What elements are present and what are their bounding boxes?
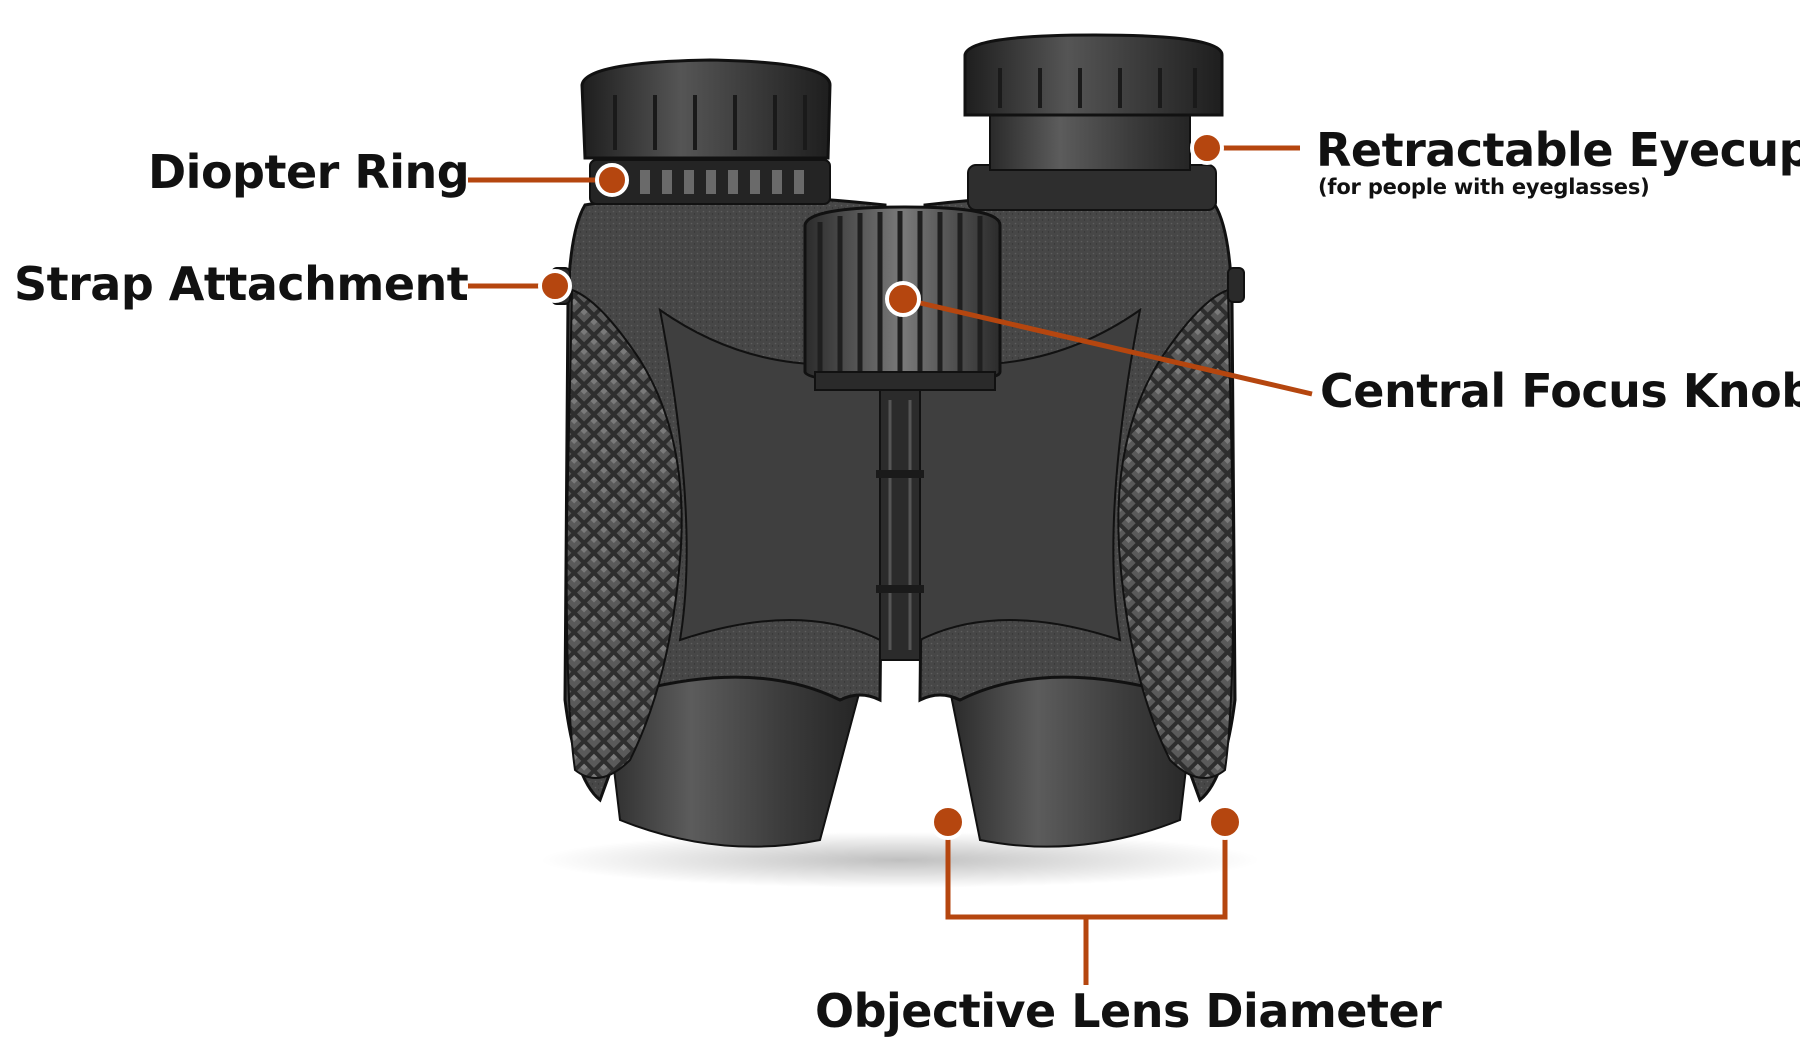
- retractable-eyecup-label: Retractable Eyecup: [1316, 123, 1800, 177]
- objective-lens-right-dot: [1207, 804, 1243, 840]
- retractable-eyecup-note: (for people with eyeglasses): [1318, 175, 1650, 199]
- ground-shadow: [540, 832, 1260, 888]
- central-focus-knob-label: Central Focus Knob: [1320, 364, 1800, 418]
- diopter-ring-dot: [595, 163, 629, 197]
- central-focus-knob-dot: [885, 281, 921, 317]
- retractable-eyecup-dot: [1190, 131, 1224, 165]
- left-eyecup: [580, 58, 832, 160]
- objective-lens-diameter-label: Objective Lens Diameter: [815, 984, 1442, 1038]
- diopter-ring-label: Diopter Ring: [148, 145, 470, 199]
- retractable-eyecup: [989, 107, 1191, 171]
- central-focus-knob-leader: [902, 296, 1313, 397]
- strap-attachment-dot: [538, 269, 572, 303]
- objective-lens-left-dot: [930, 804, 966, 840]
- strap-attachment-label: Strap Attachment: [14, 257, 469, 311]
- hinge: [876, 389, 924, 661]
